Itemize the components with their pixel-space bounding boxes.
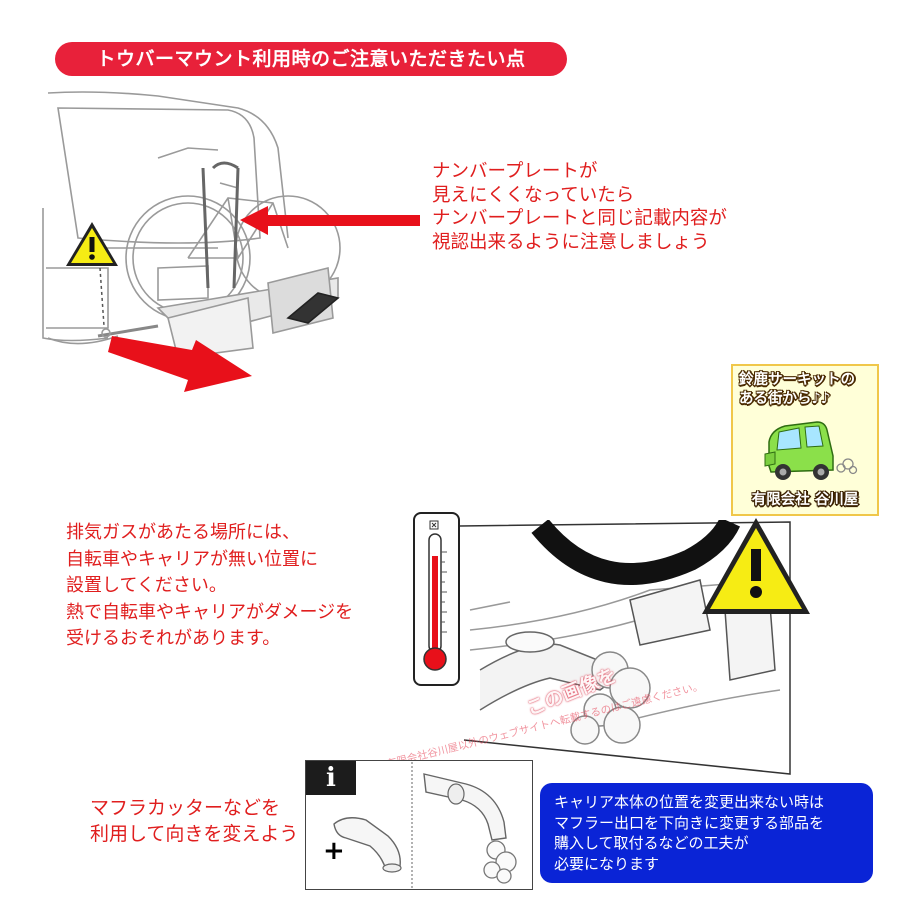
- exhaust-note-line: 熱で自転車やキャリアがダメージを: [66, 601, 354, 623]
- license-plate-note-line: ナンバープレートが: [432, 161, 598, 182]
- carrier-note-line: マフラー出口を下向きに変更する部品を: [554, 813, 825, 832]
- muffler-note-line: 利用して向きを変えよう: [90, 823, 299, 845]
- warning-sign-icon: [66, 222, 118, 266]
- exhaust-note-line: 設置してください。: [66, 575, 227, 596]
- exhaust-note-line: 自転車やキャリアが無い位置に: [66, 548, 318, 570]
- exhaust-note-line: 排気ガスがあたる場所には、: [66, 522, 300, 543]
- page-title: トウバーマウント利用時のご注意いただきたい点: [55, 42, 567, 76]
- muffler-cutter-illustration: [333, 762, 517, 888]
- muffler-note: マフラカッターなどを 利用して向きを変えよう: [90, 795, 298, 847]
- shop-name: 有限会社 谷川屋: [751, 492, 859, 508]
- thermometer-icon: [423, 520, 447, 671]
- badge-title-line: ある街から♪♪: [739, 391, 831, 407]
- warning-sign-large-icon: [702, 518, 810, 614]
- carrier-note-line: 購入して取付るなどの工夫が: [554, 834, 749, 852]
- muffler-note-line: マフラカッターなどを: [90, 797, 281, 819]
- license-plate-note-line: ナンバープレートと同じ記載内容が: [432, 208, 727, 229]
- info-icon: i: [306, 761, 356, 795]
- plus-icon: +: [323, 836, 345, 866]
- carrier-note-box: キャリア本体の位置を変更出来ない時は マフラー出口を下向きに変更する部品を 購入…: [540, 783, 873, 883]
- badge-title: 鈴鹿サーキットの ある街から♪♪: [739, 371, 855, 409]
- license-plate-note: ナンバープレートが 見えにくくなっていたら ナンバープレートと同じ記載内容が 視…: [432, 160, 727, 254]
- shop-badge: 鈴鹿サーキットの ある街から♪♪ 有限会社 谷川屋: [731, 364, 879, 516]
- exhaust-note-line: 受けるおそれがあります。: [66, 628, 281, 649]
- car-icon: [764, 421, 858, 480]
- carrier-note-line: キャリア本体の位置を変更出来ない時は: [554, 793, 825, 811]
- exhaust-note: 排気ガスがあたる場所には、 自転車やキャリアが無い位置に 設置してください。 熱…: [66, 520, 353, 653]
- carrier-note-line: 必要になります: [554, 854, 660, 873]
- exhaust-closeup-illustration: [459, 520, 791, 775]
- license-plate-note-line: 見えにくくなっていたら: [432, 184, 635, 206]
- badge-title-line: 鈴鹿サーキットの: [739, 372, 855, 388]
- license-plate-note-line: 視認出来るように注意しましょう: [432, 231, 710, 253]
- car-rear-carrier-illustration: [42, 91, 341, 359]
